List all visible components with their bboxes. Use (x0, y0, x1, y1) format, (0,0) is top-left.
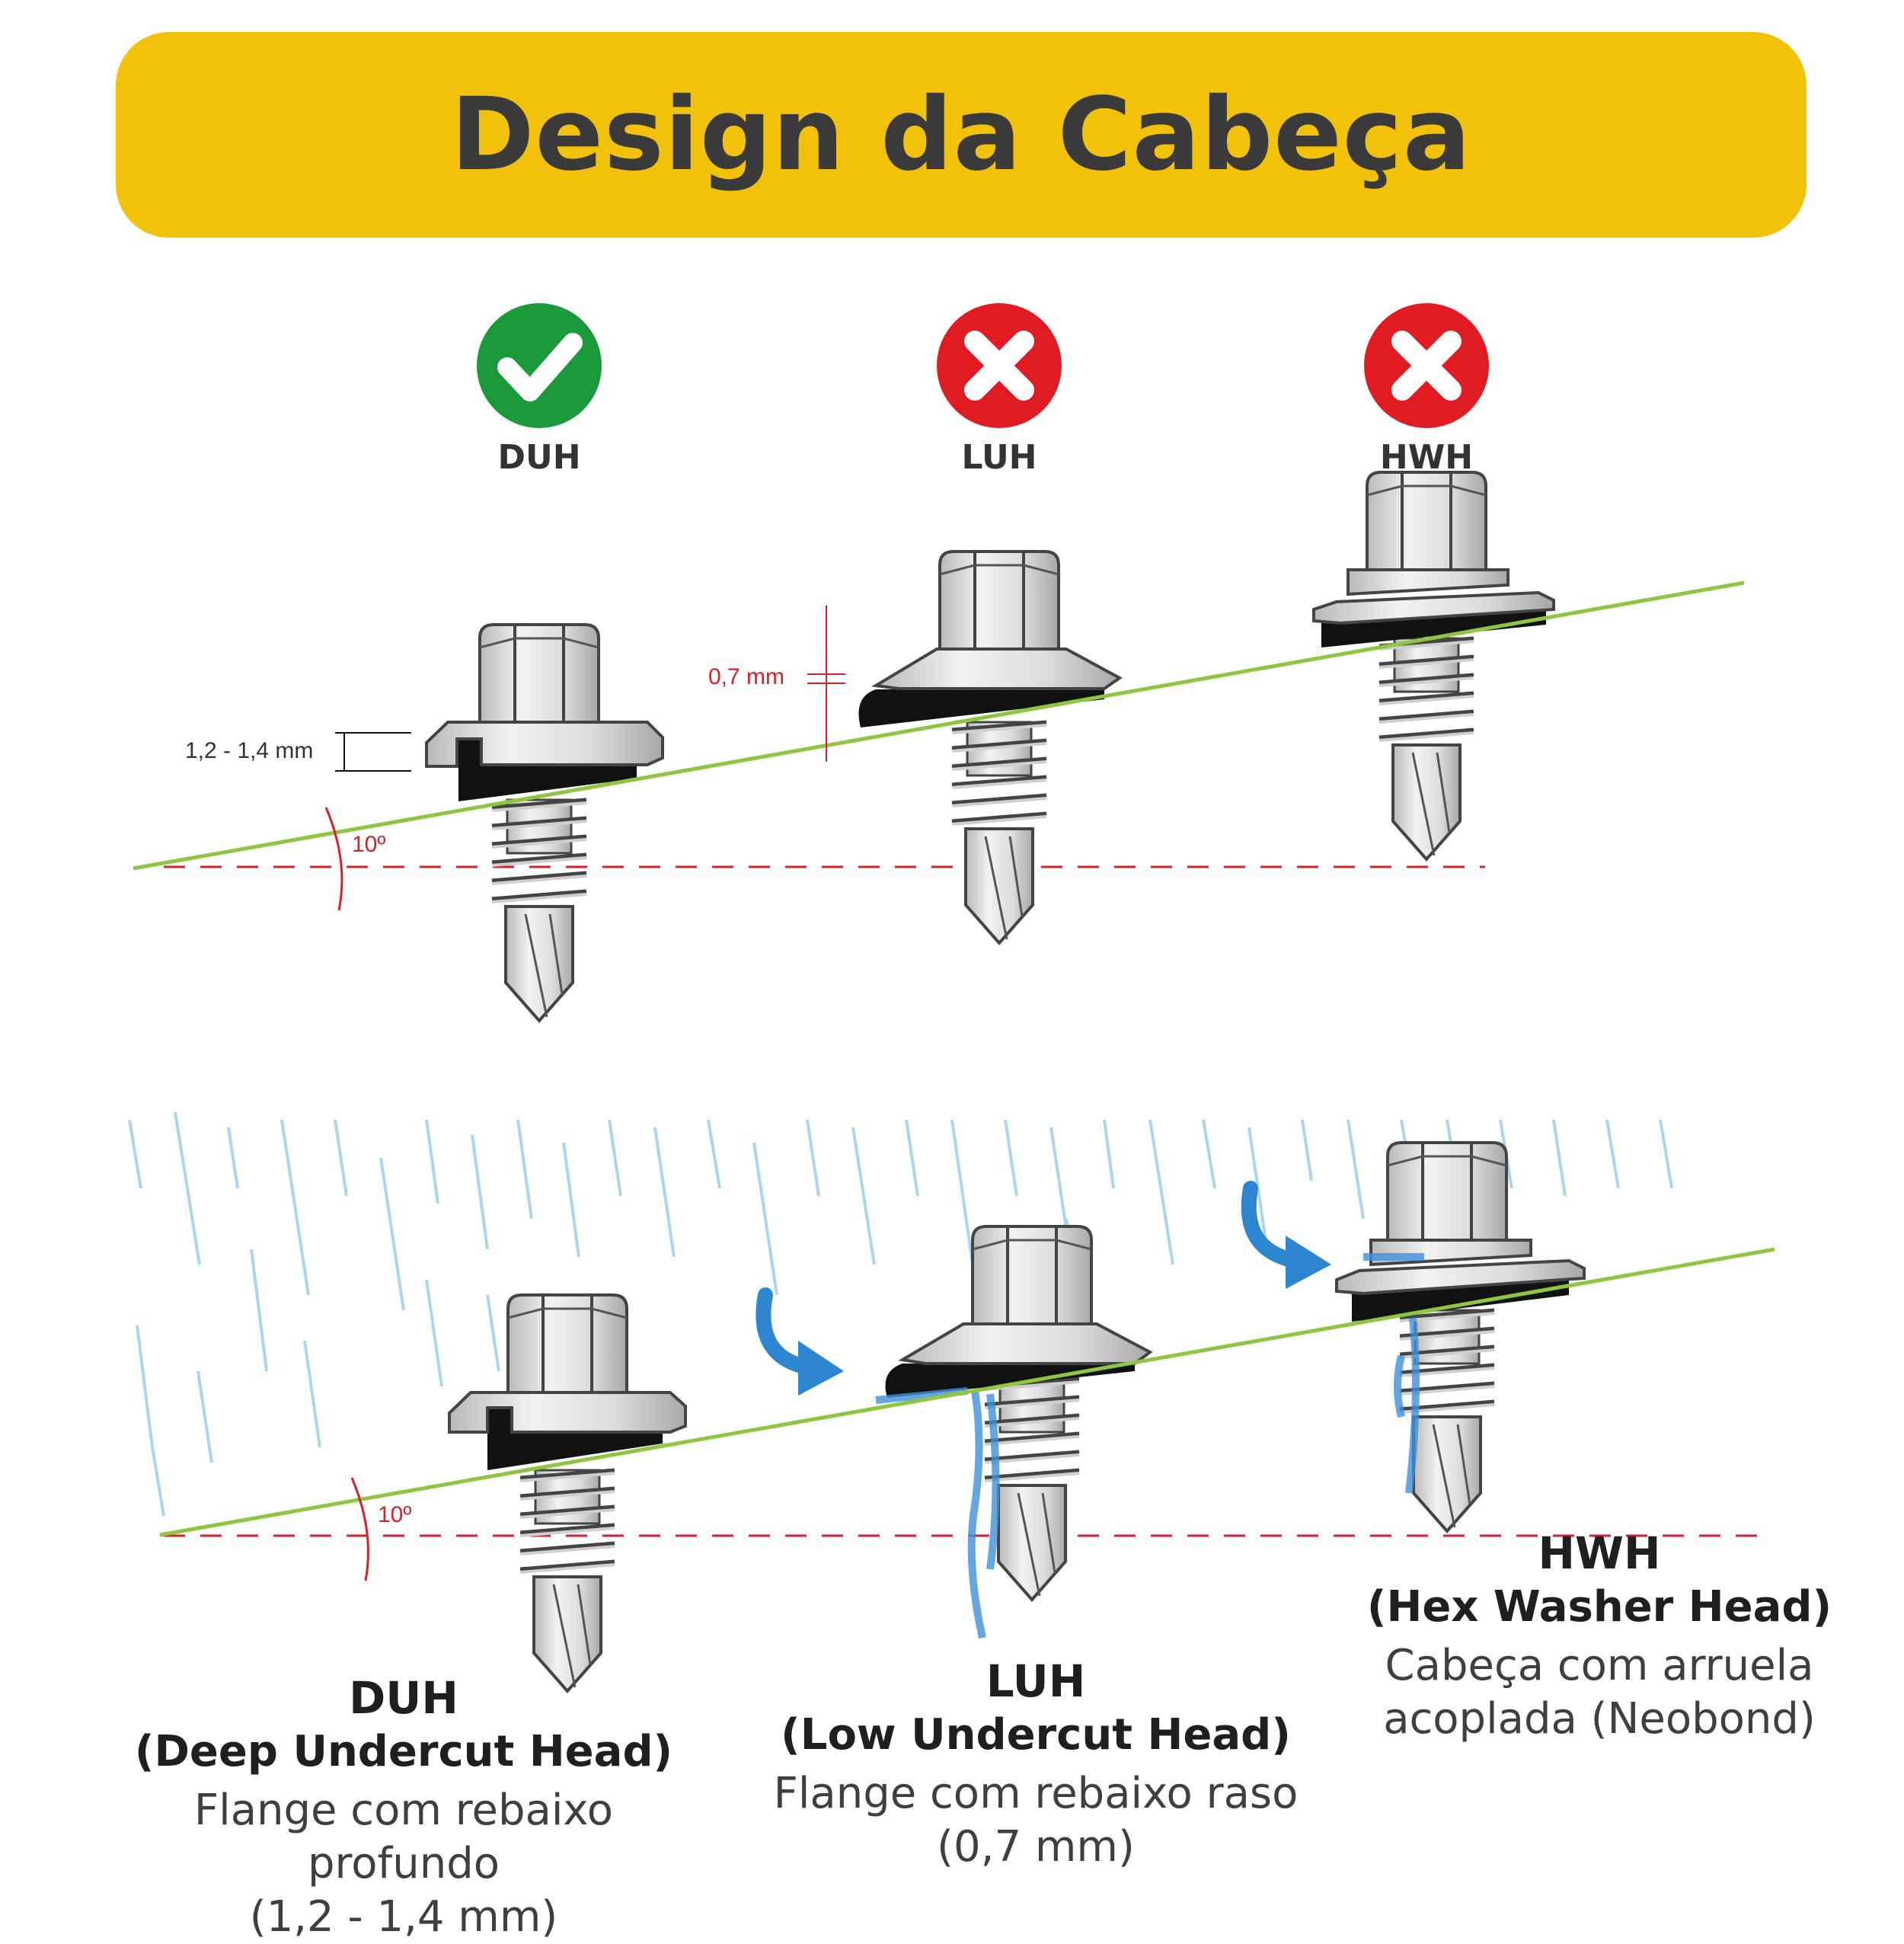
duh-screw (448, 1293, 687, 1691)
caption-full-name: (Hex Washer Head) (1366, 1582, 1832, 1632)
x-circle-icon (1364, 303, 1489, 428)
caption-hwh: HWH (Hex Washer Head) Cabeça com arruela… (1295, 1531, 1904, 1746)
title-banner: Design da Cabeça (116, 32, 1807, 238)
hwh-screw (1335, 1141, 1586, 1531)
caption-description: Flange com rebaixo profundo (193, 1786, 614, 1888)
duh-screw (425, 623, 664, 1021)
top-label-duh: DUH (497, 438, 580, 477)
caption-luh: LUH (Low Undercut Head) Flange com rebai… (731, 1659, 1340, 1874)
luh-undercut-label: 0,7 mm (708, 664, 784, 689)
caption-full-name: (Deep Undercut Head) (134, 1727, 673, 1776)
roof-sheet-line (159, 1247, 1775, 1537)
angle-label-bottom: 10º (378, 1502, 411, 1527)
duh-undercut-dimension: 1,2 - 1,4 mm (185, 732, 411, 772)
top-label-hwh: HWH (1380, 438, 1473, 477)
caption-code: HWH (1538, 1527, 1661, 1579)
water-seep (875, 1387, 1000, 1639)
caption-measure: acoplada (Neobond) (1383, 1694, 1816, 1744)
angle-indicator-top: 10º (324, 807, 385, 911)
water-flow-arrow-icon (1241, 1181, 1331, 1289)
hwh-screw (1312, 471, 1555, 859)
angle-indicator-bottom: 10º (350, 1477, 411, 1581)
check-circle-icon (477, 303, 602, 428)
caption-code: LUH (986, 1655, 1086, 1707)
caption-description: Cabeça com arruela (1385, 1641, 1814, 1690)
x-circle-icon (937, 303, 1062, 428)
water-flow-arrow-icon (756, 1287, 844, 1396)
caption-description: Flange com rebaixo raso (773, 1769, 1299, 1818)
caption-code: DUH (349, 1672, 458, 1724)
luh-screw (875, 1225, 1153, 1639)
neoprene-washer (858, 689, 1104, 727)
caption-full-name: (Low Undercut Head) (781, 1710, 1291, 1760)
top-label-luh: LUH (961, 438, 1037, 477)
caption-duh: DUH (Deep Undercut Head) Flange com reba… (99, 1676, 708, 1944)
caption-measure: (0,7 mm) (937, 1822, 1135, 1872)
angle-label-top: 10º (352, 832, 385, 857)
roof-sheet-line (133, 580, 1745, 871)
duh-undercut-label: 1,2 - 1,4 mm (185, 738, 313, 763)
head-design-diagram: DUH LUH HWH (128, 0, 1775, 1904)
water-seep (1363, 1253, 1424, 1494)
page-title: Design da Cabeça (450, 76, 1472, 193)
luh-undercut-dimension: 0,7 mm (708, 606, 845, 762)
luh-screw (858, 550, 1123, 943)
caption-measure: (1,2 - 1,4 mm) (249, 1892, 558, 1942)
bottom-diagram: 10º (128, 1111, 1775, 1691)
top-diagram: 1,2 - 1,4 mm 0,7 mm 10º (133, 471, 1745, 1021)
